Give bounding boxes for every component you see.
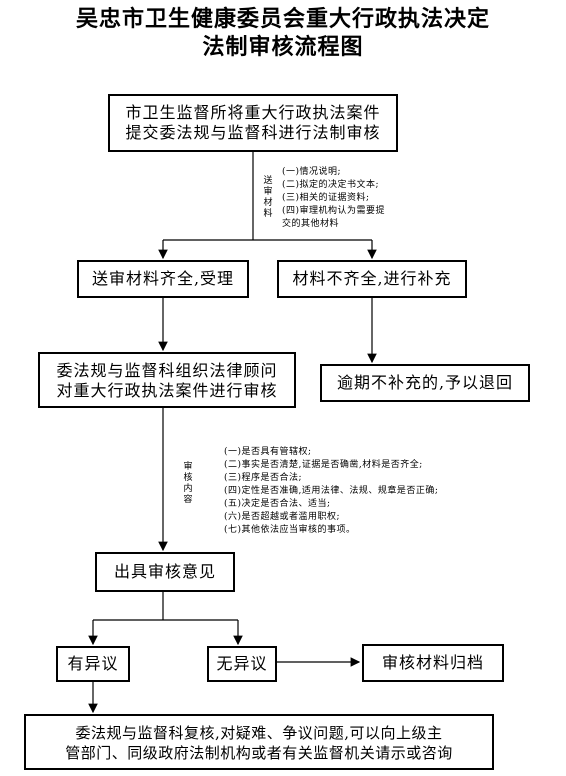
review-box: 委法规与监督科组织法律顾问 对重大行政执法案件进行审核	[38, 352, 296, 408]
materials-item: (四)审理机构认为需要提	[282, 206, 386, 216]
archive-box: 审核材料归档	[362, 644, 504, 682]
no-objection-box: 无异议	[207, 646, 277, 682]
objection-box-label: 有异议	[67, 654, 119, 673]
materials-label-char: 材	[263, 198, 273, 208]
review-content-label-char: 内	[183, 484, 193, 494]
materials-label-char: 料	[263, 209, 273, 219]
review-content-item: (五)决定是否合法、适当;	[224, 499, 331, 509]
review-box-line-2: 对重大行政执法案件进行审核	[56, 381, 278, 400]
review-content-label-char: 容	[183, 495, 193, 505]
materials-item: 交的其他材料	[282, 219, 340, 229]
title-line-1: 吴忠市卫生健康委员会重大行政执法决定	[75, 6, 490, 32]
submit-box: 市卫生监督所将重大行政执法案件 提交委法规与监督科进行法制审核	[108, 94, 398, 152]
review-content-item: (六)是否超越或者滥用职权;	[224, 512, 341, 522]
review-content-label-char: 审	[183, 462, 193, 472]
submit-box-line-1: 市卫生监督所将重大行政执法案件	[125, 103, 381, 122]
overdue-box-label: 逾期不补充的,予以退回	[336, 373, 514, 392]
accept-box: 送审材料齐全,受理	[77, 260, 249, 298]
archive-box-label: 审核材料归档	[381, 653, 484, 672]
materials-item: (三)相关的证据资料;	[282, 193, 370, 203]
recheck-box: 委法规与监督科复核,对疑难、争议问题,可以向上级主 管部门、同级政府法制机构或者…	[24, 714, 494, 770]
materials-label-char: 审	[263, 187, 273, 197]
recheck-box-line-2: 管部门、同级政府法制机构或者有关监督机关请示或咨询	[65, 744, 453, 762]
review-content-item: (七)其他依法应当审核的事项。	[224, 525, 356, 535]
supplement-box: 材料不齐全,进行补充	[277, 260, 467, 298]
no-objection-box-label: 无异议	[216, 654, 268, 673]
review-box-line-1: 委法规与监督科组织法律顾问	[56, 361, 278, 380]
review-content-list: (一)是否具有管辖权; (二)事实是否清楚,证据是否确凿,材料是否齐全; (三)…	[224, 446, 438, 537]
recheck-box-line-1: 委法规与监督科复核,对疑难、争议问题,可以向上级主	[75, 724, 443, 742]
submit-box-line-2: 提交委法规与监督科进行法制审核	[125, 123, 381, 142]
review-content-item: (三)程序是否合法;	[224, 473, 303, 483]
supplement-box-label: 材料不齐全,进行补充	[292, 269, 452, 288]
materials-list: (一)情况说明; (二)拟定的决定书文本; (三)相关的证据资料; (四)审理机…	[282, 166, 385, 231]
review-content-label-char: 核	[183, 473, 193, 483]
materials-item: (一)情况说明;	[282, 167, 342, 177]
overdue-box: 逾期不补充的,予以退回	[320, 364, 530, 402]
review-content-label: 审 核 内 容	[182, 462, 194, 506]
accept-box-label: 送审材料齐全,受理	[91, 269, 235, 288]
materials-label-char: 送	[263, 176, 273, 186]
review-content-item: (一)是否具有管辖权;	[224, 447, 312, 457]
materials-label: 送 审 材 料	[262, 176, 274, 220]
title-line-2: 法制审核流程图	[202, 34, 364, 60]
materials-item: (二)拟定的决定书文本;	[282, 180, 380, 190]
review-content-item: (二)事实是否清楚,证据是否确凿,材料是否齐全;	[224, 460, 423, 470]
opinion-box: 出具审核意见	[95, 552, 235, 592]
review-content-item: (四)定性是否准确,适用法律、法规、规章是否正确;	[224, 486, 439, 496]
opinion-box-label: 出具审核意见	[113, 562, 216, 581]
objection-box: 有异议	[56, 646, 130, 682]
